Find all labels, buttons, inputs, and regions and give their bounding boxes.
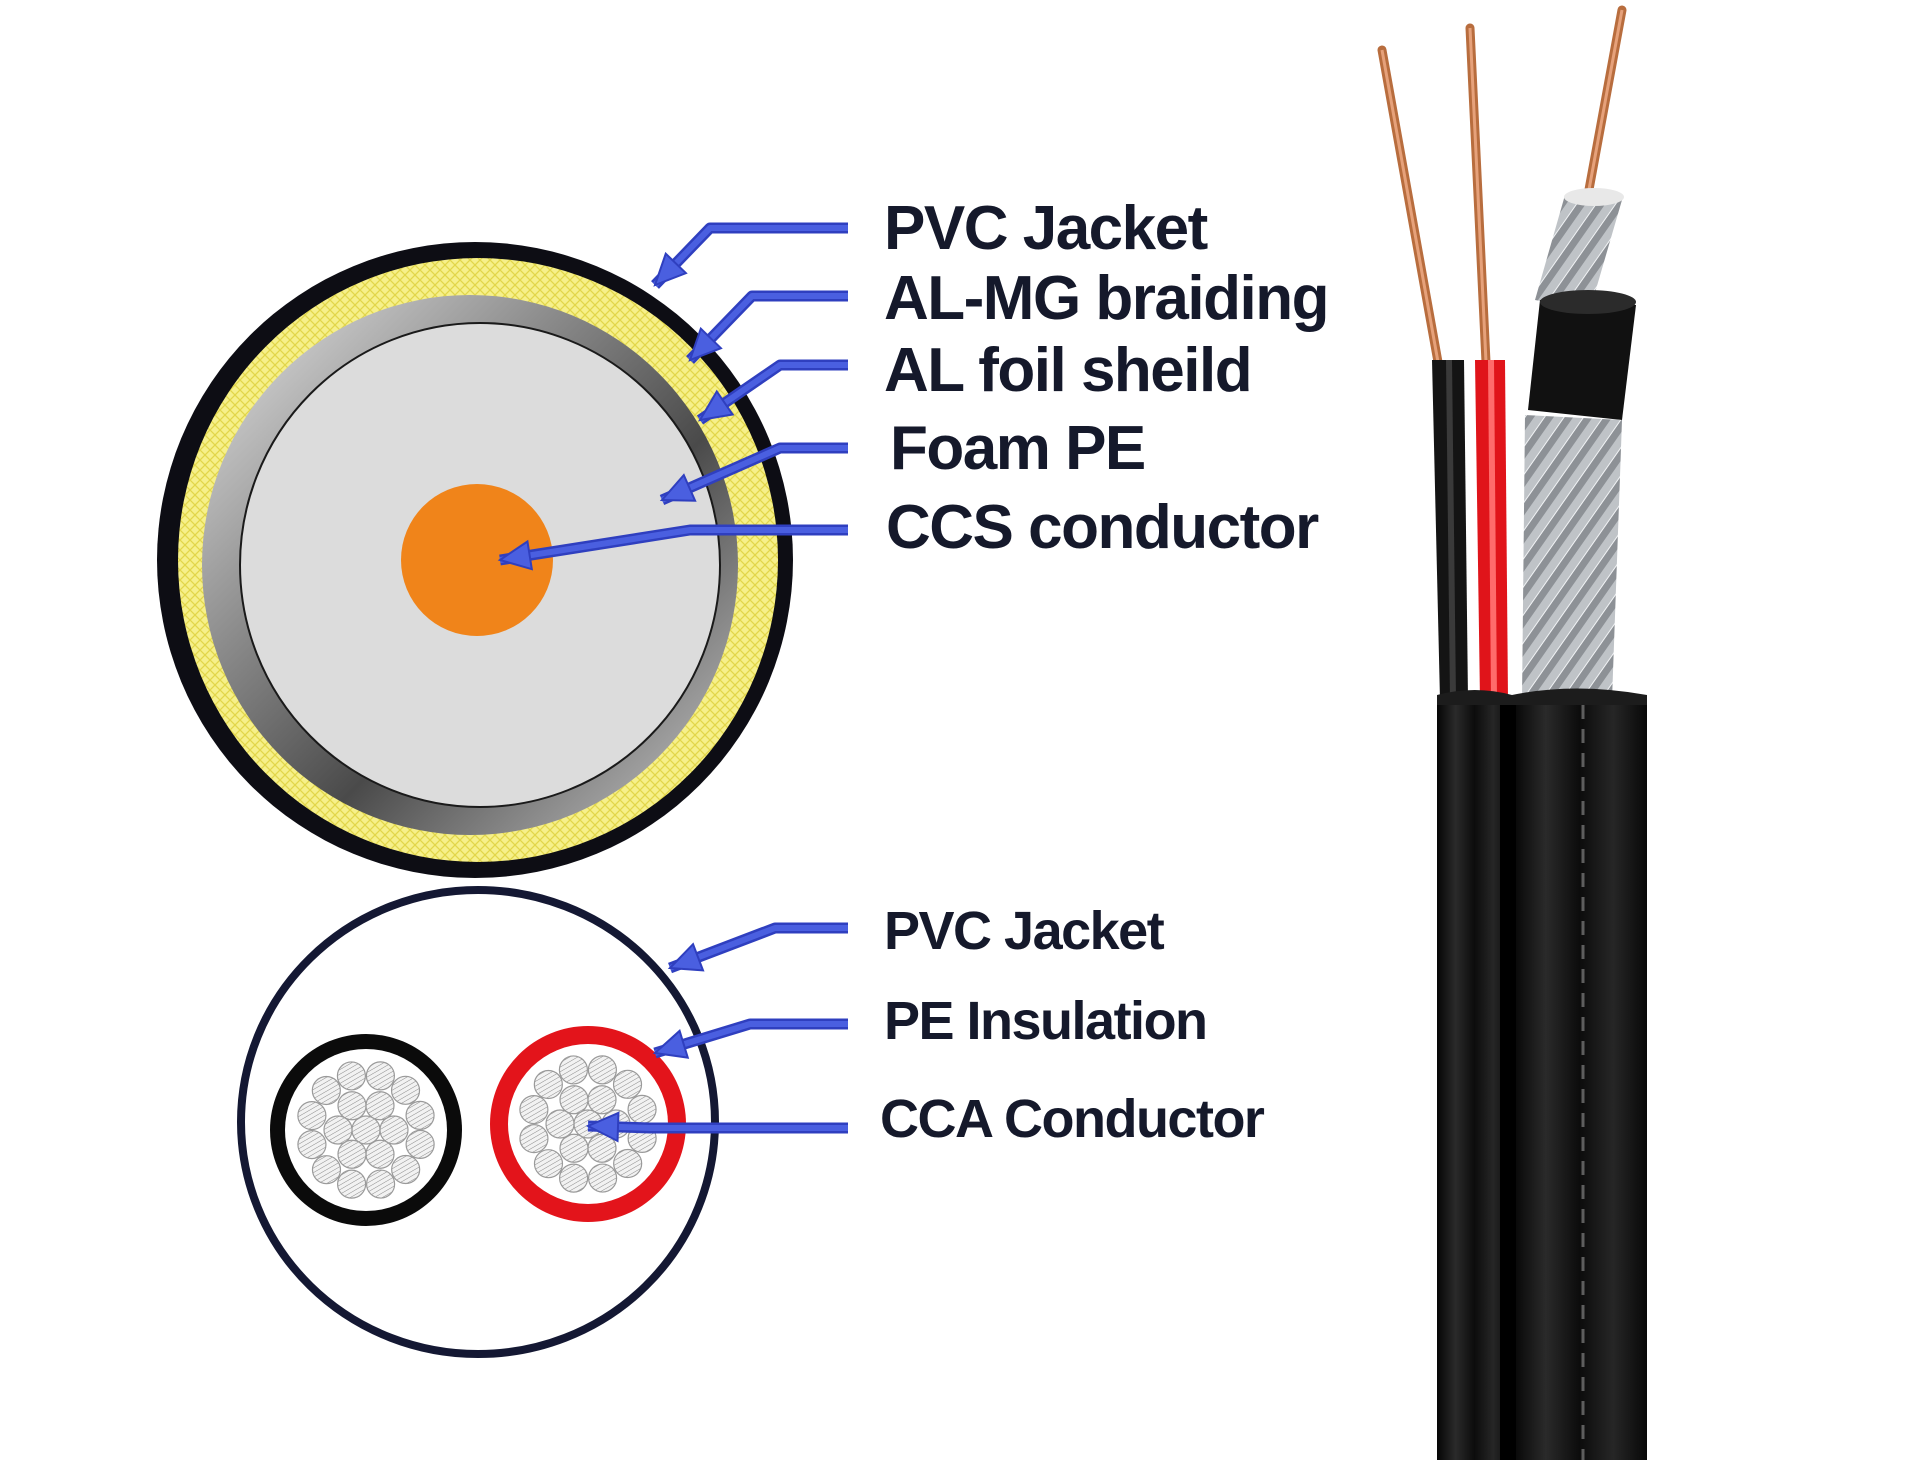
arrow-cca-conductor-head xyxy=(585,1111,620,1143)
red-wire-strand xyxy=(559,1085,589,1115)
black-wire-strand xyxy=(311,1075,341,1106)
black-wire-strand xyxy=(391,1154,421,1185)
red-wire-strand xyxy=(519,1095,549,1125)
black-wire-strand xyxy=(297,1129,327,1160)
arrow-pe-insulation-head xyxy=(652,1029,690,1059)
arrow-power-jacket-inner xyxy=(668,925,848,971)
red-wire-strand xyxy=(559,1133,589,1163)
red-wire-strand xyxy=(558,1055,589,1085)
arrow-cca-conductor-inner xyxy=(587,1123,848,1131)
red-wire-strand xyxy=(587,1055,617,1085)
black-wire-strand xyxy=(365,1061,395,1091)
black-wire-strand xyxy=(337,1091,367,1121)
leader-arrows xyxy=(497,222,848,1143)
red-wire-strand xyxy=(612,1069,643,1099)
power-pvc-jacket xyxy=(237,886,719,1358)
black-wire-strand xyxy=(337,1139,367,1169)
arrow-ccs-conductor-head xyxy=(497,539,534,571)
black-wire-strand xyxy=(379,1115,409,1145)
red-wire-strand xyxy=(533,1149,564,1179)
arrow-pvc-jacket-inner xyxy=(652,225,848,288)
arrow-power-jacket-head xyxy=(667,942,705,972)
red-wire-strand xyxy=(627,1094,657,1125)
red-wire-strand xyxy=(545,1109,575,1139)
red-wire-strand xyxy=(613,1148,643,1179)
red-wire-strand xyxy=(533,1069,563,1100)
red-wire-strand xyxy=(587,1163,618,1193)
red-wire-strands xyxy=(519,1055,657,1193)
power-label-pvc-jacket: PVC Jacket xyxy=(884,901,1165,961)
black-wire-strand xyxy=(351,1115,381,1145)
coax-label-ccs-conductor: CCS conductor xyxy=(886,493,1319,562)
arrow-al-mg-braiding-head xyxy=(688,326,723,362)
black-wire-strand xyxy=(365,1091,395,1121)
coax-cross-section-icon xyxy=(157,242,793,878)
black-wire-strand xyxy=(336,1061,367,1091)
red-wire-strand xyxy=(519,1123,549,1154)
power-label-pe-insulation: PE Insulation xyxy=(884,991,1208,1051)
black-wire-strand xyxy=(405,1129,435,1159)
red-wire-strand xyxy=(587,1085,617,1115)
power-pair-cross-section-icon xyxy=(237,886,719,1358)
power-label-cca-conductor: CCA Conductor xyxy=(880,1089,1265,1149)
arrow-al-foil-inner xyxy=(698,362,848,423)
black-wire-strand xyxy=(297,1101,327,1131)
black-wire-strands xyxy=(297,1061,435,1199)
red-wire-strand xyxy=(559,1163,589,1193)
coax-ccs-conductor xyxy=(401,484,553,636)
black-wire-strand xyxy=(365,1139,395,1169)
arrow-pvc-jacket-head xyxy=(653,251,688,287)
arrow-pe-insulation-inner xyxy=(654,1021,848,1056)
black-wire-strand xyxy=(311,1155,342,1185)
coax-label-pvc-jacket: PVC Jacket xyxy=(884,194,1208,263)
cable-photo-icon xyxy=(1377,5,1647,1460)
coax-label-al-mg-braiding: AL-MG braiding xyxy=(884,264,1329,333)
coax-label-al-foil-shield: AL foil sheild xyxy=(884,336,1253,405)
arrow-ccs-conductor-inner xyxy=(499,527,848,563)
arrow-foam-pe-head xyxy=(659,473,697,502)
arrow-foam-pe-inner xyxy=(660,445,848,503)
black-wire-strand xyxy=(405,1100,435,1131)
coax-label-foam-pe: Foam PE xyxy=(890,414,1146,483)
black-wire-strand xyxy=(390,1075,421,1105)
arrow-al-foil-head xyxy=(698,389,735,422)
black-wire-strand xyxy=(323,1115,353,1145)
black-wire-strand xyxy=(337,1169,367,1199)
black-wire-strand xyxy=(365,1169,396,1199)
